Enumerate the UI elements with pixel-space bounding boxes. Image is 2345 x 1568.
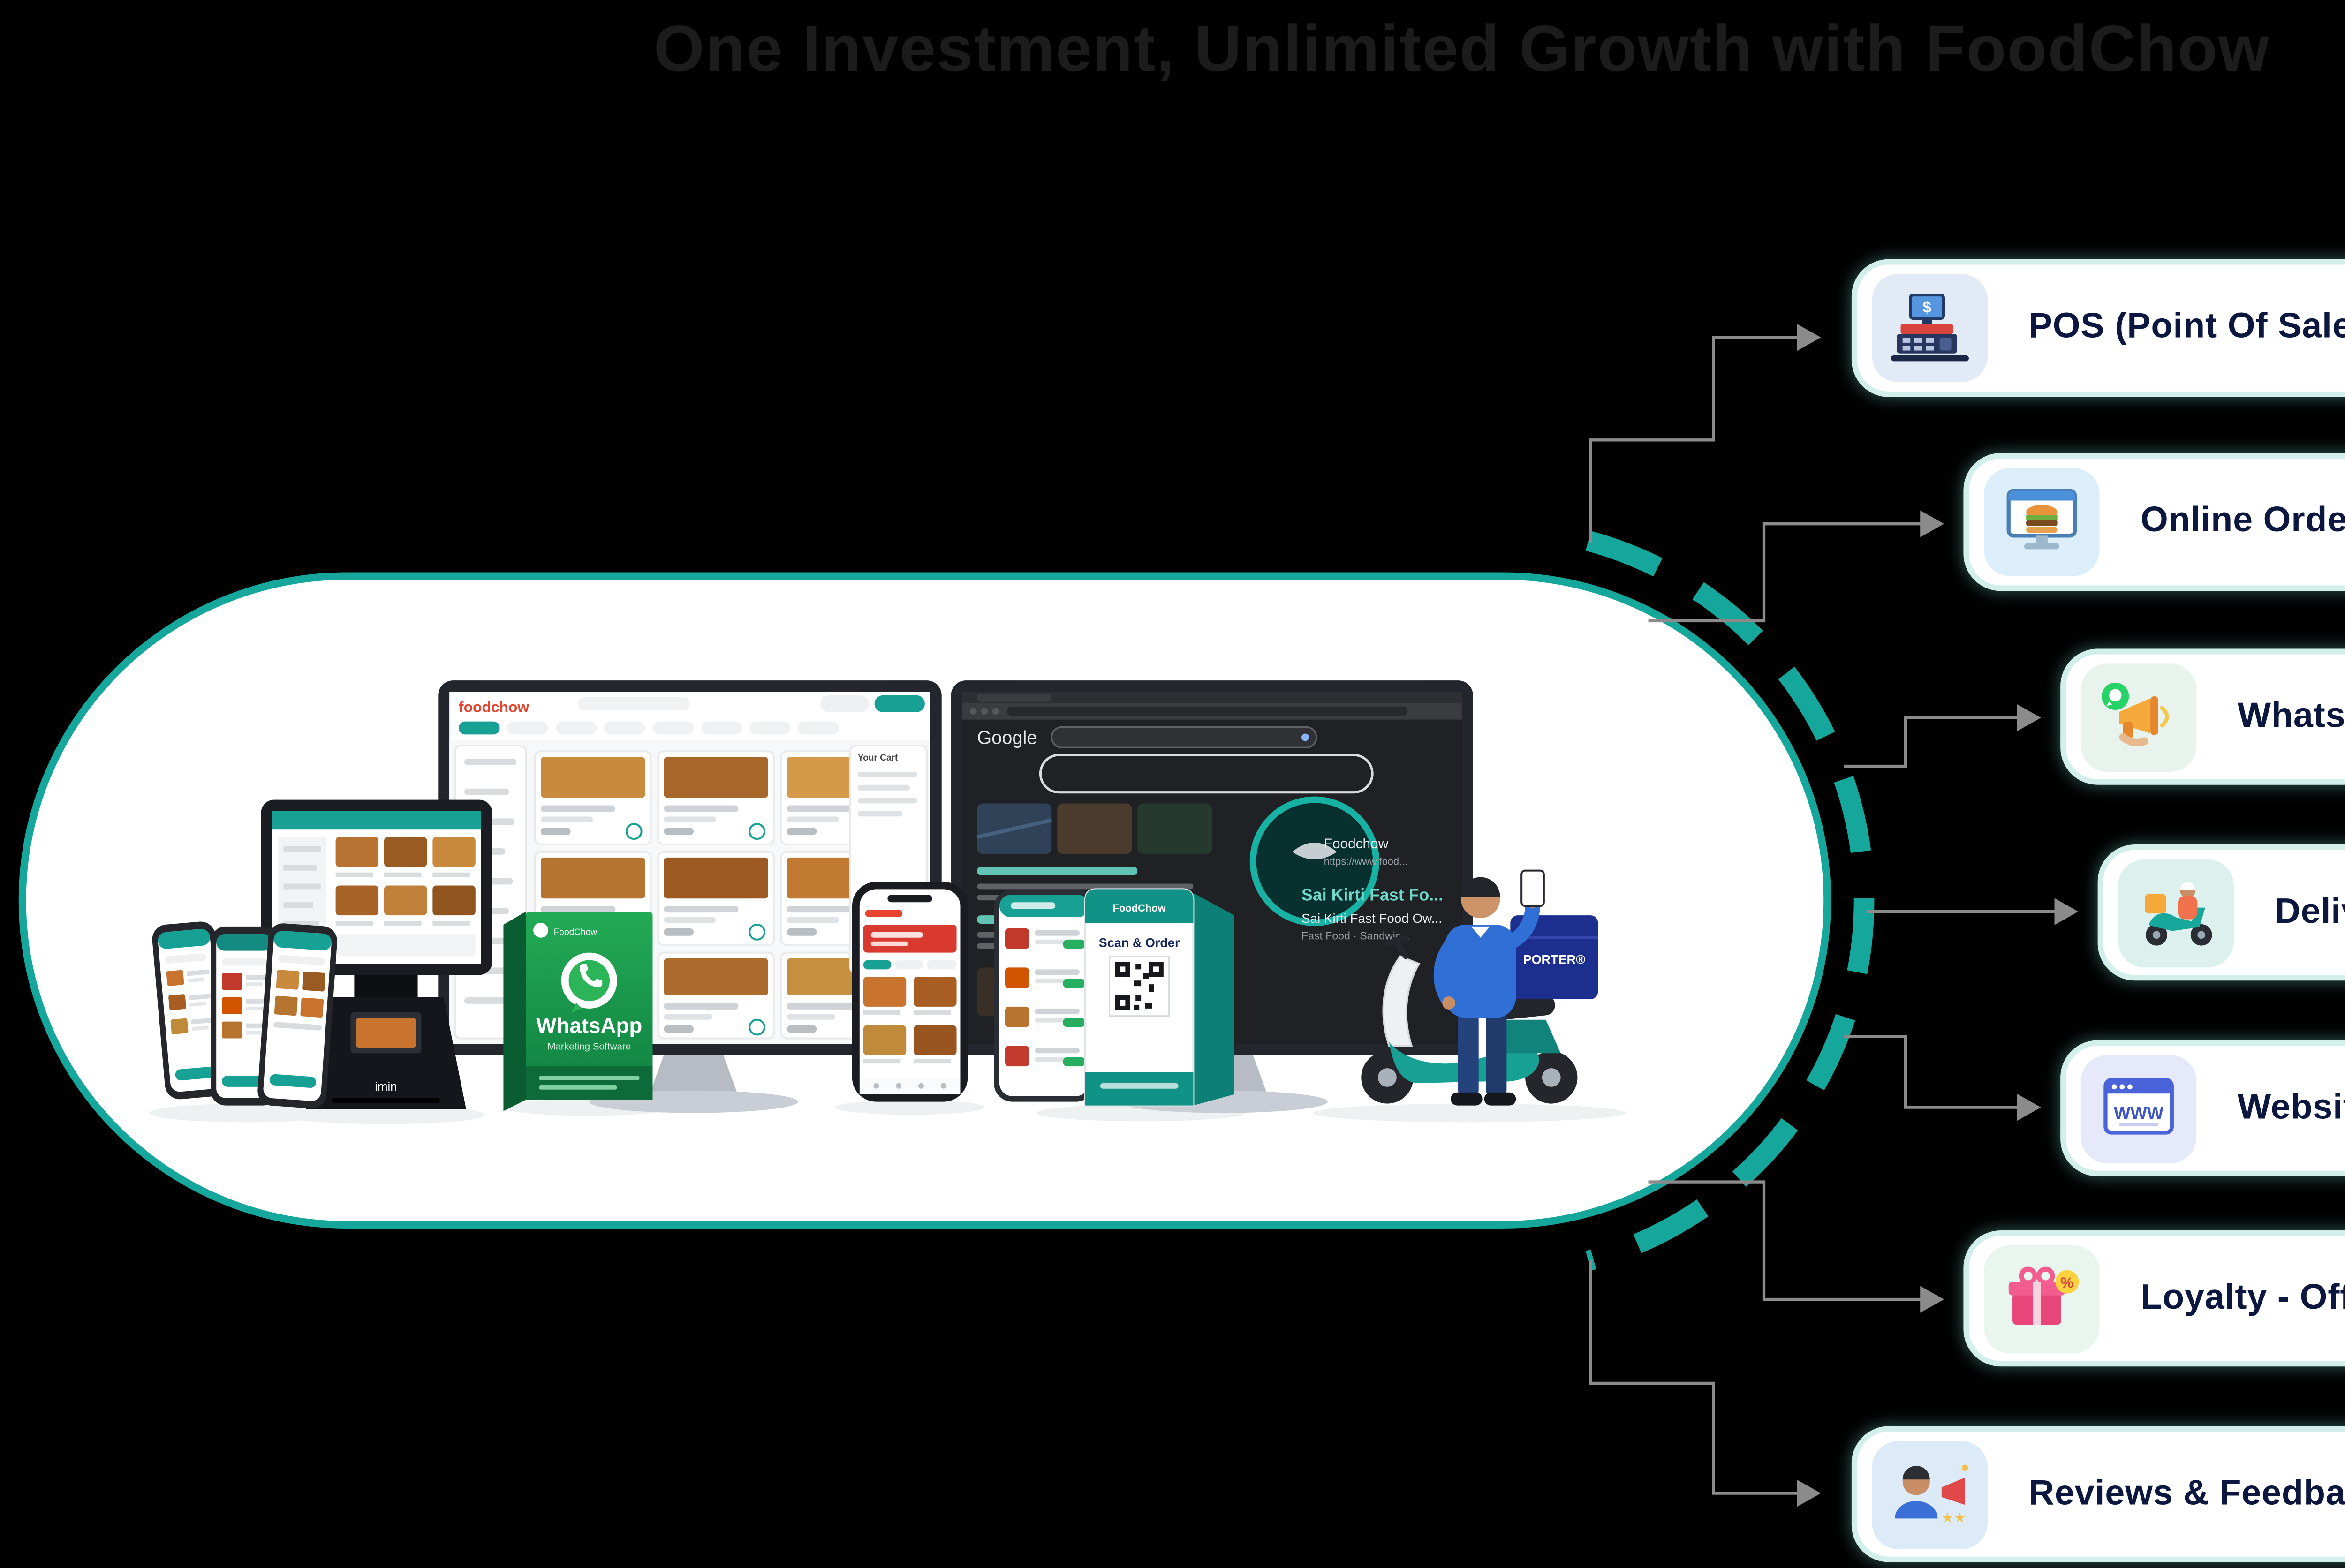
knowledge-site-url: https://www.food... <box>1324 856 1408 867</box>
whatsapp-box-brand-text: FoodChow <box>554 927 597 937</box>
connector-pos <box>1589 324 1821 543</box>
feature-card-delivery: Delivery ( Own & third party) <box>2097 844 2345 981</box>
feature-card-online-ordering: Online Ordering <box>1963 453 2345 591</box>
svg-text:%: % <box>2061 1274 2074 1290</box>
connector-whatsapp <box>1844 704 2041 768</box>
table-tent-mockup: FoodChow Scan & Order <box>1084 888 1234 1107</box>
feature-label: Reviews & Feedback <box>2028 1473 2345 1513</box>
pos-brand-text: imin <box>375 1080 397 1093</box>
google-logo-text: Google <box>977 727 1037 748</box>
feature-card-whatsapp-marketing: Whatsapp Marketing <box>2060 648 2345 785</box>
feature-card-reviews: ★★ Reviews & Feedback <box>1851 1426 2345 1562</box>
feature-label: Delivery ( Own & third party) <box>2275 892 2345 931</box>
delivery-icon-tile <box>2118 858 2234 967</box>
delivery-scooter-icon <box>2145 881 2212 945</box>
foodchow-logo-text: foodchow <box>459 699 529 716</box>
cart-title-text: Your Cart <box>858 753 898 763</box>
small-phone-mockup <box>994 889 1095 1102</box>
qr-code <box>1108 955 1170 1017</box>
pos-terminal-mockup: imin <box>261 799 492 1109</box>
whatsapp-megaphone-icon <box>2102 681 2169 746</box>
feature-label: POS (Point Of Sale) <box>2028 307 2345 347</box>
pos-icon-tile: $ <box>1872 274 1988 383</box>
rider <box>1433 869 1545 1106</box>
loyalty-icon-tile: % <box>1984 1244 2100 1353</box>
whatsapp-box-title-text: WhatsApp <box>536 1014 642 1038</box>
delivery-rider-mockup: PORTER® <box>1361 869 1598 1106</box>
svg-text:$: $ <box>1922 299 1931 316</box>
mockups-svg: foodchow <box>149 680 1626 1124</box>
phones-stack-mockup <box>152 921 337 1108</box>
porter-brand-text: PORTER® <box>1523 952 1586 966</box>
feature-card-loyalty: % Loyalty - Offer - Discount <box>1963 1230 2345 1367</box>
feature-label: Loyalty - Offer - Discount <box>2141 1278 2345 1317</box>
reviews-megaphone-icon: ★★ <box>1895 1463 1968 1525</box>
product-mockups-scene: foodchow <box>19 573 1831 1229</box>
feature-label: Online Ordering <box>2141 501 2345 541</box>
gift-discount-icon: % <box>2008 1266 2079 1324</box>
foodchow-circle-logo <box>1249 796 1380 926</box>
feature-card-pos: $ POS (Point Of Sale) <box>1851 259 2345 397</box>
center-phone-mockup <box>852 882 968 1102</box>
tent-caption-text: Scan & Order <box>1099 936 1180 950</box>
tent-brand-text: FoodChow <box>1113 902 1166 914</box>
website-seo-icon-tile: WWW <box>2080 1054 2197 1162</box>
svg-text:WWW: WWW <box>2114 1102 2164 1122</box>
svg-text:★★: ★★ <box>1942 1510 1966 1525</box>
whatsapp-box-mockup: FoodChow WhatsApp Marketing Software <box>503 912 653 1111</box>
connector-reviews <box>1589 1260 1821 1507</box>
knowledge-site-name: Foodchow <box>1324 836 1389 852</box>
delivery-box: PORTER® <box>1510 915 1598 999</box>
knowledge-result-title: Sai Kirti Fast Fo... <box>1301 885 1443 904</box>
online-ordering-monitor-icon <box>2006 489 2077 550</box>
feature-label: Whatsapp Marketing <box>2237 696 2345 736</box>
pos-terminal-icon: $ <box>1891 293 1969 362</box>
online-ordering-icon-tile <box>1984 467 2100 576</box>
page-title: One Investment, Unlimited Growth with Fo… <box>653 13 2270 86</box>
feature-card-website-seo: WWW Website & SEO <box>2060 1040 2345 1176</box>
whatsapp-marketing-icon-tile <box>2080 663 2197 771</box>
connector-website <box>1844 1035 2041 1121</box>
reviews-icon-tile: ★★ <box>1872 1440 1988 1548</box>
knowledge-result-subtitle: Sai Kirti Fast Food Ow... <box>1301 911 1442 926</box>
feature-label: Website & SEO <box>2237 1087 2345 1127</box>
whatsapp-box-subtitle-text: Marketing Software <box>547 1041 631 1052</box>
website-browser-icon: WWW <box>2103 1077 2174 1134</box>
